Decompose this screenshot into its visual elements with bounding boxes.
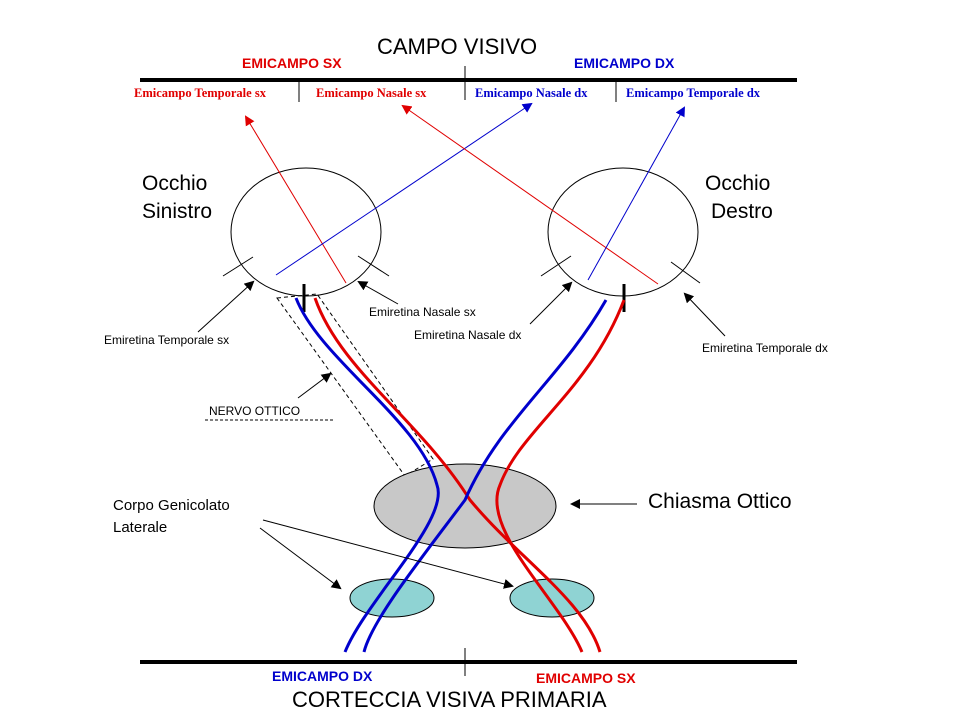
visual-field-title: CAMPO VISIVO [377,34,538,59]
right-eye [547,167,699,297]
ray-right-eye-blue [587,106,685,281]
fiber-left-eye-blue [294,297,440,653]
pointer-retina-temporal-dx [683,292,726,337]
pointer-lgn-right [262,519,514,589]
right-eye-nasal-tick [540,255,572,277]
label-emiretina-temporale-sx: Emiretina Temporale sx [104,333,230,347]
cortex-title: CORTECCIA VISIVA PRIMARIA [292,687,607,712]
fiber-left-eye-red [313,297,602,653]
pointer-retina-nasal-dx [529,281,573,325]
optic-chiasm [373,463,557,549]
subfield-temporal-sx: Emicampo Temporale sx [134,86,266,100]
fiber-right-eye-red [495,299,626,653]
right-eye-label-line2: Destro [711,200,773,223]
label-emiretina-nasale-sx: Emiretina Nasale sx [369,305,476,319]
left-eye-label-line1: Occhio [142,172,208,195]
fiber-right-eye-blue [362,299,608,653]
label-lgn-line2: Laterale [113,519,168,536]
label-lgn-line1: Corpo Genicolato [113,497,230,514]
right-eye-label-line1: Occhio [705,172,771,195]
left-hemifield-label: EMICAMPO SX [242,55,342,71]
left-eye-label-line2: Sinistro [142,200,213,223]
subfield-temporal-dx: Emicampo Temporale dx [626,86,761,100]
pointer-optic-nerve [297,372,332,399]
left-eye [230,167,382,297]
label-optic-chiasm: Chiasma Ottico [648,490,792,513]
ray-right-eye-red [401,104,659,285]
pointer-retina-temporal-sx [197,280,255,333]
right-hemifield-label: EMICAMPO DX [574,55,675,71]
optic-nerve-outline [276,293,434,477]
subfield-nasal-dx: Emicampo Nasale dx [475,86,588,100]
cortex-right-hemifield-label: EMICAMPO SX [536,670,636,686]
pointer-lgn-left [259,527,342,590]
left-eye-temporal-tick [222,256,254,277]
ray-left-eye-red [244,115,347,284]
label-emiretina-temporale-dx: Emiretina Temporale dx [702,341,828,355]
label-optic-nerve: NERVO OTTICO [209,404,301,418]
right-eye-temporal-tick [670,261,701,284]
ray-left-eye-blue [275,102,533,276]
cortex-left-hemifield-label: EMICAMPO DX [272,668,373,684]
subfield-nasal-sx: Emicampo Nasale sx [316,86,427,100]
left-eye-nasal-tick [357,255,390,277]
label-emiretina-nasale-dx: Emiretina Nasale dx [414,328,522,342]
pointer-retina-nasal-sx [357,281,399,305]
